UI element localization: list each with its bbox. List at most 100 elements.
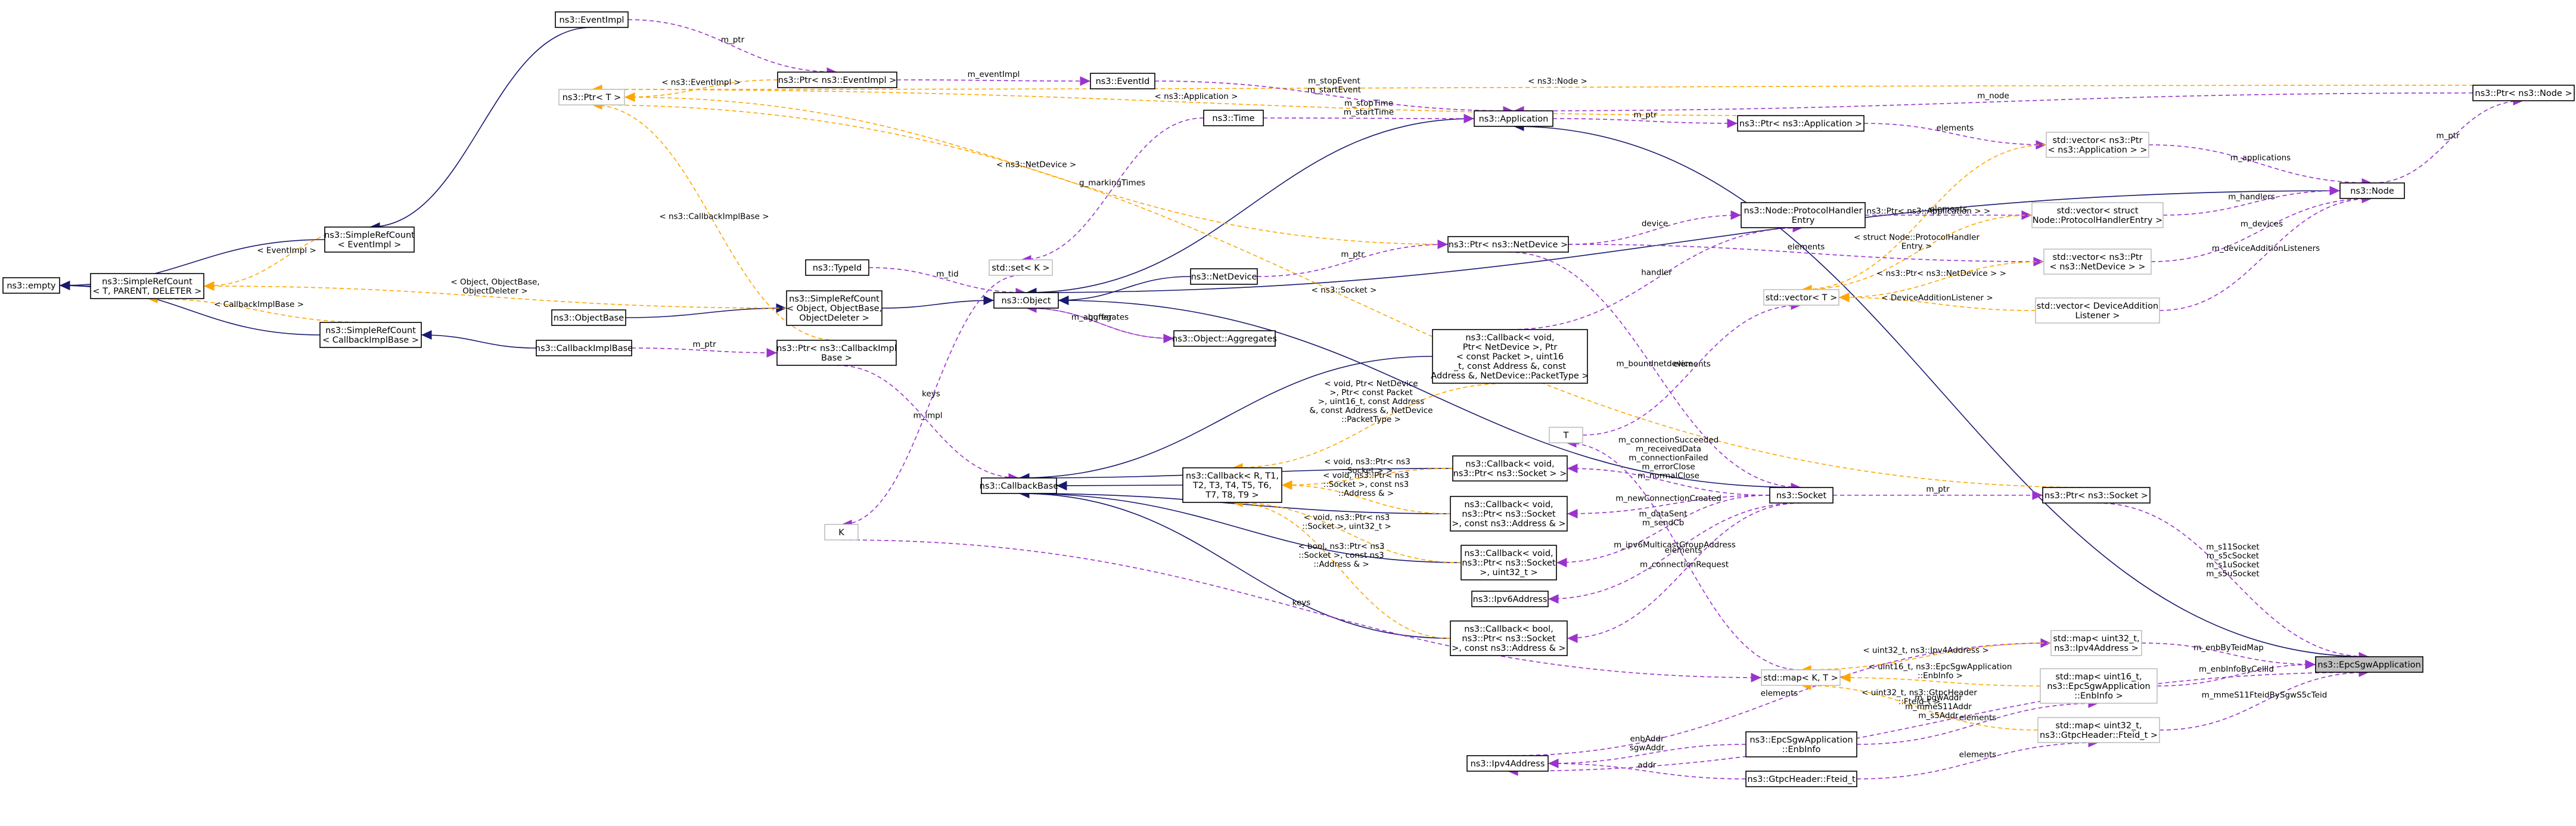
node-ipv4address[interactable]: ns3::Ipv4Address	[1466, 755, 1549, 772]
usage-edge	[2159, 667, 2370, 731]
node-objectbase[interactable]: ns3::ObjectBase	[551, 309, 626, 326]
edge-label: < uint32_t, ns3::Ipv4Address >	[1863, 646, 1988, 656]
node-label: ns3::EpcSgwApplication::EnbInfo	[1750, 735, 1853, 754]
node-label: K	[838, 528, 844, 538]
node-label: std::map< uint32_t,ns3::Ipv4Address >	[2053, 634, 2139, 653]
node-node[interactable]: ns3::Node	[2339, 182, 2405, 199]
usage-edge	[2141, 642, 2316, 669]
node-simplerefcount-object[interactable]: ns3::SimpleRefCount< Object, ObjectBase,…	[786, 290, 883, 326]
edge-label: < void, Ptr< NetDevice>, Ptr< const Pack…	[1310, 379, 1433, 424]
node-set-tpl[interactable]: std::set< K >	[989, 259, 1053, 276]
usage-edge	[1582, 300, 1802, 436]
node-callback-bool[interactable]: ns3::Callback< bool,ns3::Ptr< ns3::Socke…	[1450, 620, 1568, 656]
node-box	[1450, 620, 1568, 656]
node-map-tpl[interactable]: std::map< K, T >	[1761, 669, 1841, 686]
node-socket[interactable]: ns3::Socket	[1769, 487, 1834, 504]
node-ptr-tpl[interactable]: ns3::Ptr< T >	[558, 89, 625, 105]
edge-label: m_mmeS11FteidBySgwS5cTeid	[2202, 691, 2328, 700]
node-map-enbinfo[interactable]: std::map< uint16_t,ns3::EpcSgwApplicatio…	[2040, 668, 2158, 704]
node-label: ns3::Socket	[1776, 491, 1827, 501]
node-callback-netdevice[interactable]: ns3::Callback< void,Ptr< NetDevice >, Pt…	[1431, 329, 1589, 384]
node-ptr-eventimpl[interactable]: ns3::Ptr< ns3::EventImpl >	[777, 72, 897, 88]
node-eventid[interactable]: ns3::EventId	[1090, 73, 1155, 89]
node-fteid[interactable]: ns3::GtpcHeader::Fteid_t	[1745, 771, 1857, 787]
edge-label: elements	[1673, 359, 1711, 369]
node-callback-socket-addr[interactable]: ns3::Callback< void,ns3::Ptr< ns3::Socke…	[1450, 496, 1568, 532]
node-label: ns3::Ptr< ns3::EventImpl >	[778, 76, 897, 85]
template-edge	[1801, 215, 2033, 294]
node-simplerefcount-callbackimpl[interactable]: ns3::SimpleRefCount< CallbackImplBase >	[319, 322, 422, 348]
node-map-fteid[interactable]: std::map< uint32_t,ns3::GtpcHeader::Ftei…	[2037, 717, 2160, 743]
node-vector-tpl[interactable]: std::vector< T >	[1763, 289, 1839, 306]
node-box	[2031, 202, 2164, 228]
edge-label: < Object, ObjectBase,ObjectDeleter >	[450, 278, 539, 296]
edge-label: < void, ns3::Ptr< ns3::Socket > >	[1324, 457, 1410, 476]
usage-edge	[1567, 464, 1770, 496]
node-map-uint-ipv4[interactable]: std::map< uint32_t,ns3::Ipv4Address >	[2050, 630, 2142, 656]
node-simplerefcount-eventimpl[interactable]: ns3::SimpleRefCount< EventImpl >	[324, 226, 415, 253]
node-object[interactable]: ns3::Object	[993, 292, 1059, 309]
usage-edge	[1548, 744, 1747, 768]
node-vector-ptr-netdevice[interactable]: std::vector< ns3::Ptr< ns3::NetDevice > …	[2043, 249, 2152, 275]
node-simplerefcount-tpl[interactable]: ns3::SimpleRefCount< T, PARENT, DELETER …	[90, 273, 204, 299]
node-box	[2, 277, 60, 294]
node-label: ns3::Object::Aggregates	[1172, 334, 1277, 344]
node-eventimpl[interactable]: ns3::EventImpl	[555, 11, 629, 28]
node-label: ns3::SimpleRefCount< CallbackImplBase >	[322, 326, 419, 345]
node-application[interactable]: ns3::Application	[1474, 110, 1553, 127]
node-label: ns3::Ptr< ns3::Socket >	[2044, 491, 2148, 501]
node-label: ns3::NetDevice	[1191, 272, 1257, 282]
node-ptr-application[interactable]: ns3::Ptr< ns3::Application >	[1737, 115, 1865, 132]
node-box	[2046, 132, 2149, 158]
node-callback-tpl[interactable]: ns3::Callback< R, T1,T2, T3, T4, T5, T6,…	[1182, 467, 1282, 503]
usage-edge	[1568, 244, 2044, 266]
node-k[interactable]: K	[824, 524, 859, 541]
usage-edge	[1567, 495, 1770, 518]
node-t[interactable]: T	[1549, 427, 1583, 443]
node-callbackimplbase[interactable]: ns3::CallbackImplBase	[535, 340, 633, 356]
edge-label: m_applications	[2230, 153, 2291, 163]
node-ptr-node[interactable]: ns3::Ptr< ns3::Node >	[2472, 85, 2575, 101]
node-callback-socket-uint[interactable]: ns3::Callback< void,ns3::Ptr< ns3::Socke…	[1461, 545, 1557, 580]
node-ptr-socket[interactable]: ns3::Ptr< ns3::Socket >	[2042, 487, 2151, 504]
node-box	[989, 259, 1053, 276]
node-label: ns3::Callback< void,ns3::Ptr< ns3::Socke…	[1452, 500, 1565, 529]
edge-label: m_ptr	[2436, 131, 2460, 141]
node-callback-socket[interactable]: ns3::Callback< void,ns3::Ptr< ns3::Socke…	[1452, 455, 1568, 482]
template-edge	[1801, 144, 2047, 294]
node-ptr-netdevice[interactable]: ns3::Ptr< ns3::NetDevice >	[1447, 236, 1569, 253]
template-edge	[203, 226, 370, 291]
node-box	[90, 273, 204, 299]
node-box	[1173, 330, 1276, 347]
node-typeid[interactable]: ns3::TypeId	[805, 259, 869, 276]
node-label: ns3::Ipv4Address	[1471, 759, 1545, 769]
node-label: ns3::SimpleRefCount< T, PARENT, DELETER …	[92, 277, 201, 296]
node-label: ns3::Callback< bool,ns3::Ptr< ns3::Socke…	[1452, 625, 1565, 653]
node-time[interactable]: ns3::Time	[1203, 110, 1264, 126]
edge-label: < void, ns3::Ptr< ns3::Socket >, uint32_…	[1302, 513, 1391, 532]
node-enbinfo[interactable]: ns3::EpcSgwApplication::EnbInfo	[1745, 731, 1857, 757]
node-netdevice[interactable]: ns3::NetDevice	[1190, 268, 1258, 285]
node-ipv6address[interactable]: ns3::Ipv6Address	[1471, 591, 1549, 607]
inheritance-edge	[421, 330, 537, 349]
template-edge	[1281, 480, 1451, 514]
node-empty[interactable]: ns3::empty	[2, 277, 60, 294]
node-aggregates[interactable]: ns3::Object::Aggregates	[1172, 330, 1277, 347]
node-callbackbase[interactable]: ns3::CallbackBase	[980, 477, 1059, 494]
edge-label: < EventImpl >	[257, 246, 316, 256]
node-epcsgwapplication[interactable]: ns3::EpcSgwApplication	[2315, 656, 2423, 673]
node-box	[324, 226, 415, 253]
usage-edge	[2096, 502, 2370, 662]
node-label: std::vector< ns3::Ptr< ns3::Application …	[2047, 136, 2147, 155]
node-vector-ptr-app[interactable]: std::vector< ns3::Ptr< ns3::Application …	[2046, 132, 2149, 158]
